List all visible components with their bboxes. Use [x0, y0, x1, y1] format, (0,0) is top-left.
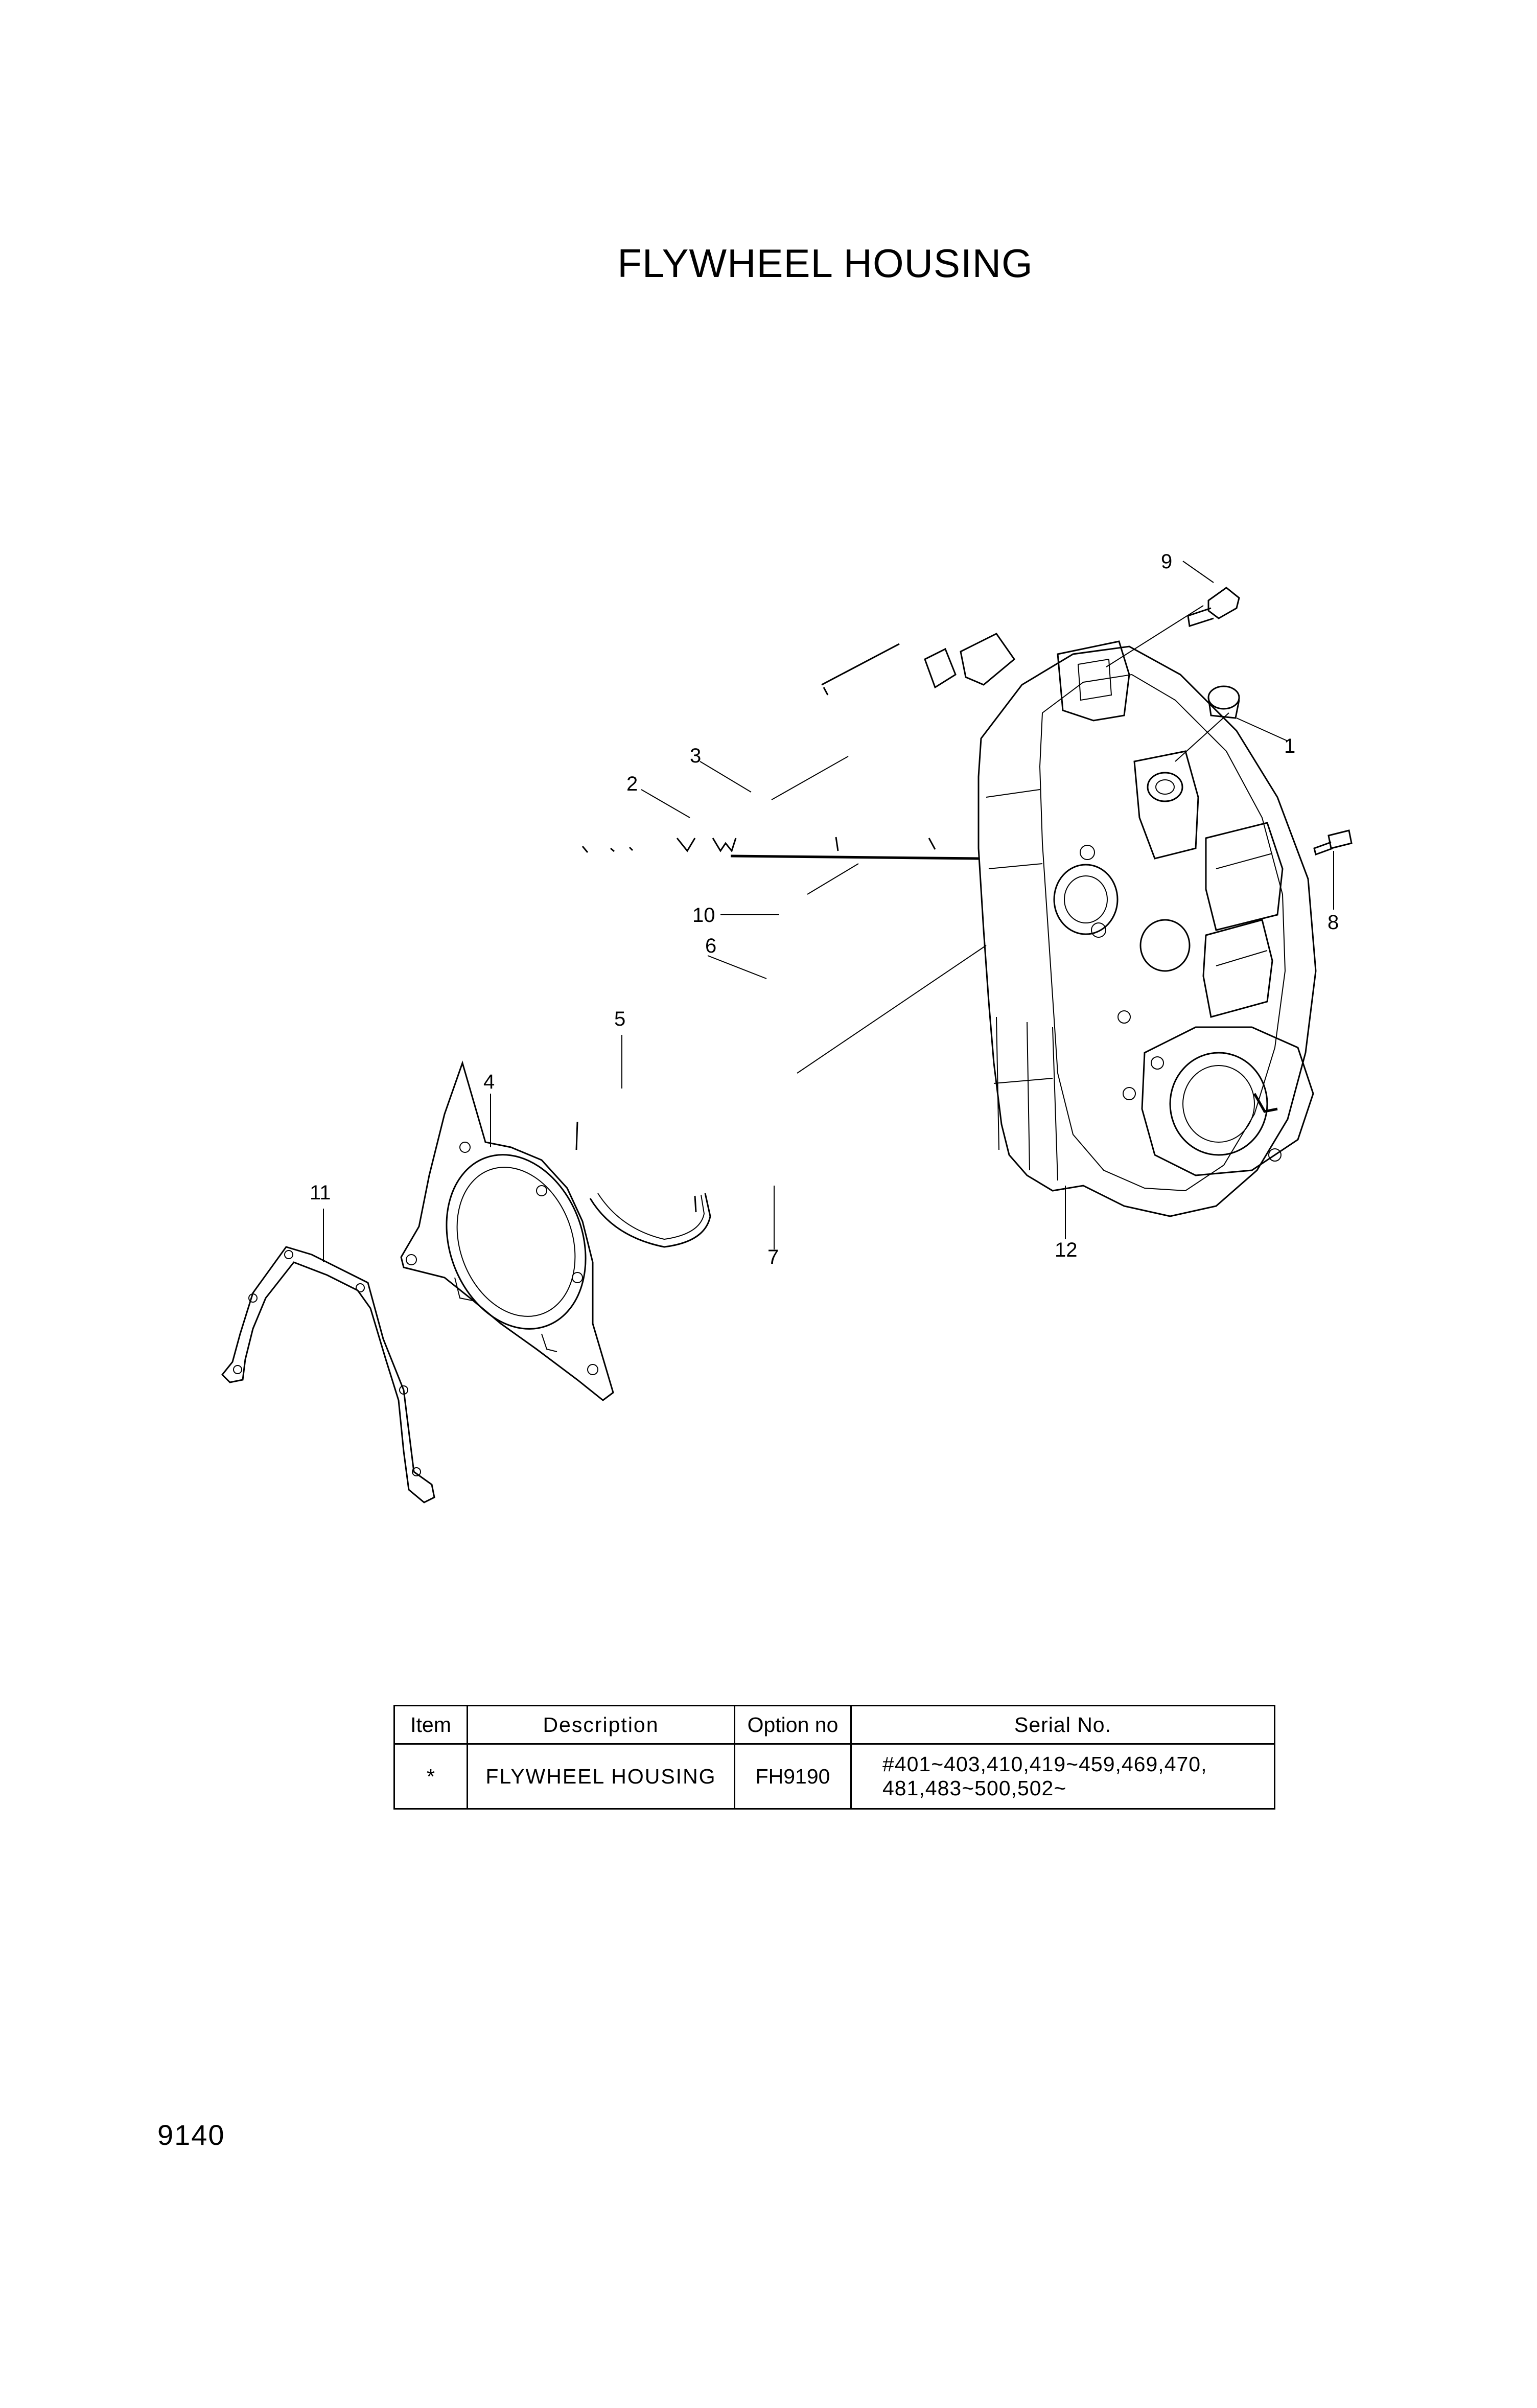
- leader-lines: [323, 561, 1334, 1262]
- callout-11: 11: [310, 1182, 331, 1204]
- header-item: Item: [393, 1705, 468, 1745]
- header-description: Description: [467, 1705, 735, 1745]
- bolt-part-9: [1187, 587, 1240, 627]
- header-serial: Serial No.: [850, 1705, 1275, 1745]
- flywheel-housing-part: [821, 633, 1317, 1217]
- callout-2: 2: [626, 773, 638, 795]
- page-title: FLYWHEEL HOUSING: [617, 241, 1033, 286]
- table-header-row: Item Description Option no Serial No.: [393, 1705, 1275, 1745]
- gasket-part: [221, 1246, 435, 1503]
- callout-5: 5: [614, 1008, 625, 1030]
- callout-7: 7: [767, 1246, 779, 1268]
- callout-8: 8: [1328, 911, 1339, 934]
- serial-line-1: #401~403,410,419~459,469,470,: [882, 1752, 1207, 1776]
- bolt-part-8: [1313, 829, 1353, 855]
- serial-line-2: 481,483~500,502~: [882, 1776, 1067, 1800]
- callout-4: 4: [483, 1071, 495, 1093]
- callout-10: 10: [692, 904, 715, 927]
- table-row: * FLYWHEEL HOUSING FH9190 #401~403,410,4…: [393, 1743, 1275, 1810]
- callout-6: 6: [705, 935, 716, 957]
- oil-seal-part: [575, 1121, 711, 1248]
- page-number: 9140: [157, 2119, 225, 2151]
- header-option: Option no: [734, 1705, 852, 1745]
- parts-table: Item Description Option no Serial No. * …: [393, 1705, 1275, 1810]
- seal-rod-assembly: [581, 837, 979, 860]
- callout-labels: 9 1 3 2 8 10 6 5 4 11 7 12: [310, 550, 1339, 1268]
- cell-item: *: [393, 1743, 468, 1810]
- seal-retainer-part: [400, 1060, 614, 1401]
- exploded-parts-diagram: 9 1 3 2 8 10 6 5 4 11 7 12: [221, 550, 1353, 1503]
- plug-part: [1207, 685, 1240, 719]
- callout-9: 9: [1161, 550, 1172, 573]
- callout-1: 1: [1284, 735, 1295, 757]
- callout-3: 3: [690, 745, 701, 767]
- cell-description: FLYWHEEL HOUSING: [467, 1743, 735, 1810]
- cell-serial: #401~403,410,419~459,469,470, 481,483~50…: [850, 1743, 1275, 1810]
- callout-12: 12: [1055, 1239, 1078, 1261]
- cell-option: FH9190: [734, 1743, 852, 1810]
